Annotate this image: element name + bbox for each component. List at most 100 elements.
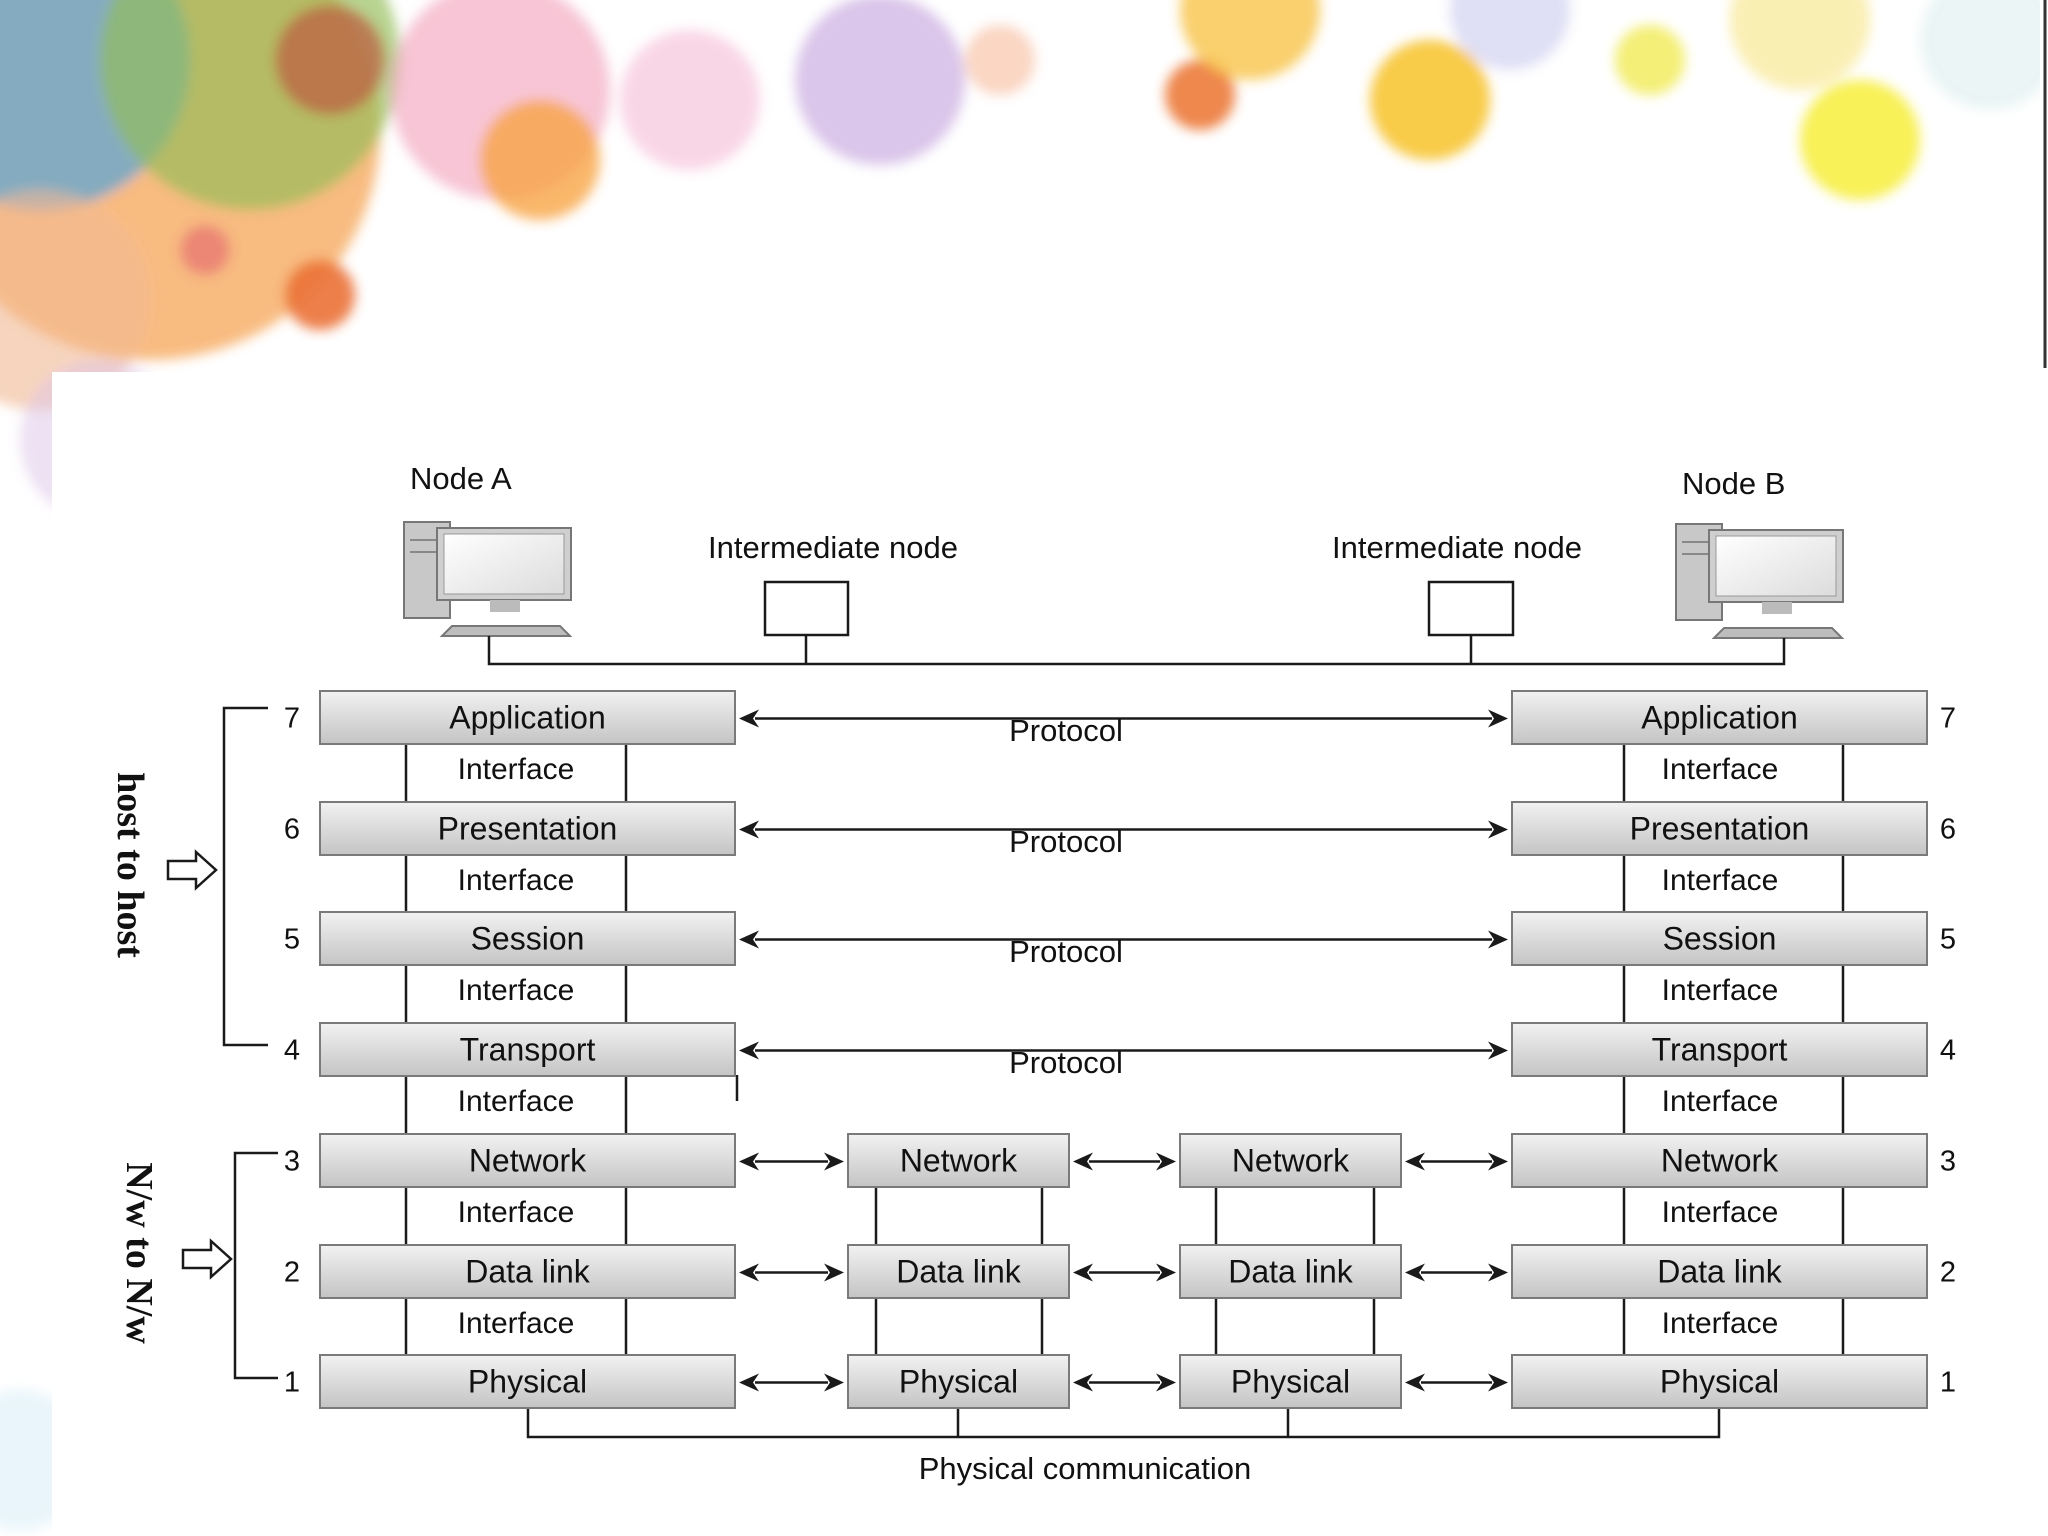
node-a-computer-icon — [403, 521, 573, 637]
intermediate-node-left-box — [763, 580, 850, 637]
intermediate-left-network-label: Network — [900, 1143, 1018, 1179]
node-a-layer-6-number: 6 — [284, 814, 300, 846]
intermediate-left-data-link-label: Data link — [896, 1254, 1022, 1290]
protocol-label-presentation: Protocol — [1009, 824, 1123, 859]
hop-arrow-a-to-m1-network-right-arrowhead-icon — [824, 1152, 844, 1171]
node-a-layer-5-number: 5 — [284, 924, 300, 956]
nw-to-nw-label: N/w to N/w — [118, 1162, 160, 1344]
hop-arrow-m2-to-b-physical-right-arrowhead-icon — [1488, 1373, 1508, 1392]
physical-communication-label: Physical communication — [919, 1451, 1252, 1486]
host-to-host-arrow-icon — [166, 849, 218, 891]
node-b-layer-4-number: 4 — [1940, 1035, 1956, 1067]
node-a-layer-2-number: 2 — [284, 1257, 300, 1289]
intermediate-right-network-label: Network — [1232, 1143, 1350, 1179]
intermediate-node-right-box — [1427, 580, 1515, 637]
node-b-layer-2-number: 2 — [1940, 1257, 1956, 1289]
node-a-application-label: Application — [449, 700, 606, 736]
protocol-arrow-transport-left-arrowhead-icon — [739, 1041, 759, 1060]
physical-communication-line — [526, 1409, 1721, 1439]
node-a-network-label: Network — [469, 1143, 587, 1179]
node-b-interface-label: Interface — [1662, 1085, 1779, 1118]
node-b-data-link-box — [1511, 1244, 1928, 1299]
hop-arrow-m1-to-m2-network-right-arrowhead-icon — [1156, 1152, 1176, 1171]
node-b-application-label: Application — [1641, 700, 1798, 736]
protocol-label-transport: Protocol — [1009, 1045, 1123, 1080]
protocol-label-session: Protocol — [1009, 934, 1123, 969]
node-a-data-link-box — [319, 1244, 736, 1299]
node-a-data-link-label: Data link — [465, 1254, 591, 1290]
node-b-interface-label: Interface — [1662, 1196, 1779, 1229]
node-b-layer-1-number: 1 — [1940, 1367, 1956, 1399]
node-b-layer-3-number: 3 — [1940, 1146, 1956, 1178]
node-a-layer-4-number: 4 — [284, 1035, 300, 1067]
protocol-arrow-session-left-arrowhead-icon — [739, 930, 759, 949]
node-b-network-label: Network — [1661, 1143, 1779, 1179]
hop-arrow-m2-to-b-physical-left-arrowhead-icon — [1405, 1373, 1425, 1392]
node-a-session-box — [319, 911, 736, 966]
node-a-layer-7-number: 7 — [284, 703, 300, 735]
intermediate-right-physical-box — [1179, 1354, 1402, 1409]
node-a-network-box — [319, 1133, 736, 1188]
intermediate-right-physical-label: Physical — [1231, 1364, 1350, 1400]
protocol-arrow-application-right-arrowhead-icon — [1488, 709, 1508, 728]
hop-arrow-m1-to-m2-physical-right-arrowhead-icon — [1156, 1373, 1176, 1392]
node-b-interface-label: Interface — [1662, 974, 1779, 1007]
host-to-host-label: host to host — [109, 772, 151, 958]
intermediate-node-right-label: Intermediate node — [1332, 530, 1582, 565]
node-b-physical-box — [1511, 1354, 1928, 1409]
node-a-interface-label: Interface — [458, 753, 575, 786]
intermediate-right-data-link-label: Data link — [1228, 1254, 1354, 1290]
node-b-presentation-box — [1511, 801, 1928, 856]
node-b-data-link-label: Data link — [1657, 1254, 1783, 1290]
node-b-session-label: Session — [1663, 921, 1777, 957]
node-a-label: Node A — [410, 461, 512, 496]
node-a-presentation-label: Presentation — [438, 811, 618, 847]
node-b-layer-6-number: 6 — [1940, 814, 1956, 846]
node-a-layer-1-number: 1 — [284, 1367, 300, 1399]
hop-arrow-m2-to-b-data-link-left-arrowhead-icon — [1405, 1263, 1425, 1282]
intermediate-node-left-label: Intermediate node — [708, 530, 958, 565]
hop-arrow-a-to-m1-data-link-left-arrowhead-icon — [739, 1263, 759, 1282]
hop-arrow-a-to-m1-physical-right-arrowhead-icon — [824, 1373, 844, 1392]
intermediate-left-physical-label: Physical — [899, 1364, 1018, 1400]
protocol-arrow-application-left-arrowhead-icon — [739, 709, 759, 728]
node-b-interface-label: Interface — [1662, 1307, 1779, 1340]
node-b-physical-label: Physical — [1660, 1364, 1779, 1400]
hop-arrow-m2-to-b-network-left-arrowhead-icon — [1405, 1152, 1425, 1171]
node-a-layer-3-number: 3 — [284, 1146, 300, 1178]
intermediate-right-network-box — [1179, 1133, 1402, 1188]
hop-arrow-m1-to-m2-data-link-right-arrowhead-icon — [1156, 1263, 1176, 1282]
node-b-transport-label: Transport — [1652, 1032, 1788, 1068]
nw-to-nw-arrow-icon — [181, 1238, 233, 1280]
hop-arrow-a-to-m1-data-link-right-arrowhead-icon — [824, 1263, 844, 1282]
node-a-transport-label: Transport — [460, 1032, 596, 1068]
hop-arrow-a-to-m1-network-left-arrowhead-icon — [739, 1152, 759, 1171]
node-a-interface-label: Interface — [458, 1307, 575, 1340]
node-a-physical-box — [319, 1354, 736, 1409]
node-b-interface-label: Interface — [1662, 864, 1779, 897]
node-a-interface-label: Interface — [458, 864, 575, 897]
node-b-layer-7-number: 7 — [1940, 703, 1956, 735]
node-a-session-label: Session — [471, 921, 585, 957]
node-b-session-box — [1511, 911, 1928, 966]
protocol-arrow-presentation-right-arrowhead-icon — [1488, 820, 1508, 839]
hop-arrow-a-to-m1-physical-left-arrowhead-icon — [739, 1373, 759, 1392]
node-a-physical-label: Physical — [468, 1364, 587, 1400]
hop-arrow-m2-to-b-data-link-right-arrowhead-icon — [1488, 1263, 1508, 1282]
intermediate-right-data-link-box — [1179, 1244, 1402, 1299]
hop-arrow-m1-to-m2-network-left-arrowhead-icon — [1073, 1152, 1093, 1171]
node-b-interface-label: Interface — [1662, 753, 1779, 786]
intermediate-left-physical-box — [847, 1354, 1070, 1409]
node-a-interface-label: Interface — [458, 1085, 575, 1118]
node-b-transport-box — [1511, 1022, 1928, 1077]
node-a-application-box — [319, 690, 736, 745]
protocol-arrow-transport-right-arrowhead-icon — [1488, 1041, 1508, 1060]
node-a-interface-label: Interface — [458, 974, 575, 1007]
intermediate-left-data-link-box — [847, 1244, 1070, 1299]
intermediate-left-network-box — [847, 1133, 1070, 1188]
hop-arrow-m1-to-m2-data-link-left-arrowhead-icon — [1073, 1263, 1093, 1282]
protocol-label-application: Protocol — [1009, 713, 1123, 748]
node-a-presentation-box — [319, 801, 736, 856]
